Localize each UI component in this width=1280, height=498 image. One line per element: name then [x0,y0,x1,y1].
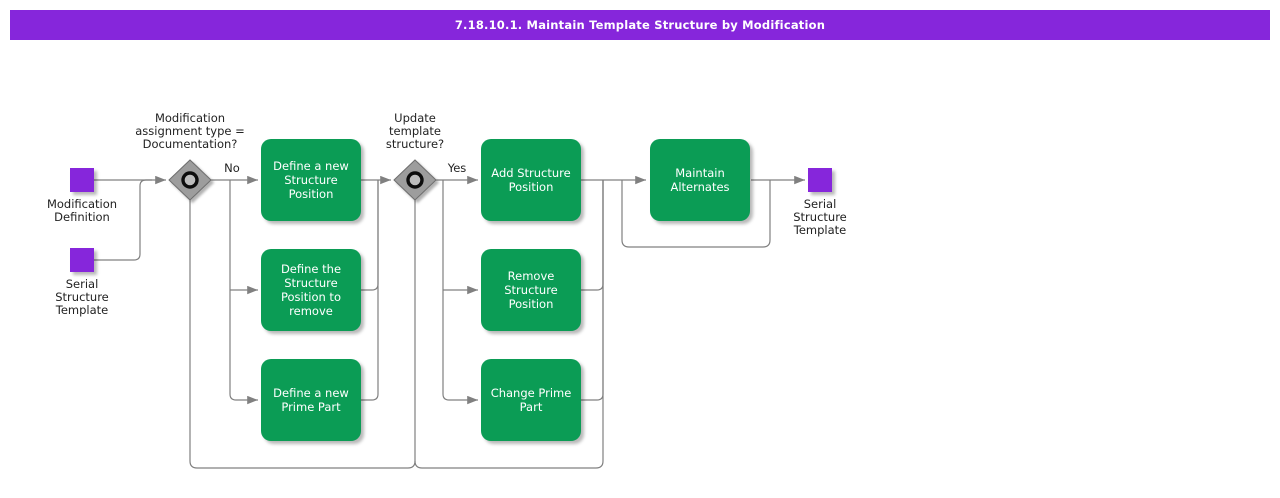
activity-define-new-prime-part[interactable]: Define a new Prime Part [261,359,361,441]
decision-diamond-update-structure [393,159,437,201]
activity-maintain-alternates[interactable]: Maintain Alternates [650,139,750,221]
end-node-label-serial-structure-template: Serial Structure Template [793,197,847,237]
activity-change-prime-part[interactable]: Change Prime Part [481,359,581,441]
page-title: 7.18.10.1. Maintain Template Structure b… [10,10,1270,40]
start-node-label-serial-structure-template: Serial Structure Template [55,277,109,317]
edge-label-no: No [224,161,240,175]
activity-remove-structure-position[interactable]: Remove Structure Position [481,249,581,331]
connectors [94,175,805,469]
decision-question-documentation: Modification assignment type = Documenta… [135,111,245,151]
decision-question-update-structure: Update template structure? [385,111,445,151]
decision-diamond-documentation [168,159,212,201]
start-node-label-modification-definition: Modification Definition [46,197,118,224]
activity-define-structure-position-to-remove[interactable]: Define the Structure Position to remove [261,249,361,331]
activity-define-new-structure-position[interactable]: Define a new Structure Position [261,139,361,221]
start-node-modification-definition[interactable] [70,168,94,192]
end-node-serial-structure-template[interactable] [808,168,832,192]
start-node-serial-structure-template[interactable] [70,248,94,272]
activity-add-structure-position[interactable]: Add Structure Position [481,139,581,221]
edge-label-yes: Yes [447,161,467,175]
